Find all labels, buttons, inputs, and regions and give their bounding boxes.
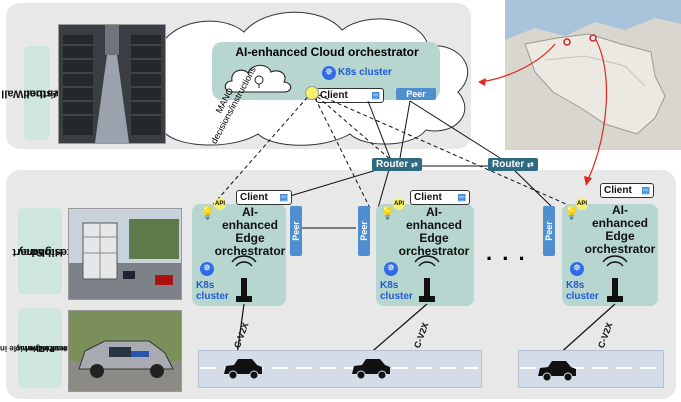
edge-k8s-3-line1: K8s	[566, 280, 585, 291]
mano-hub	[305, 86, 319, 100]
edge-title-2-line3: Edge	[419, 231, 449, 245]
edge-title-1-line3: Edge	[235, 231, 265, 245]
edge-title-2: AI- enhanced Edge orchestrator	[392, 206, 476, 258]
k8s-icon: ✵	[384, 262, 398, 276]
router-2: Router ⇄	[488, 158, 538, 171]
router-icon: ⇄	[411, 160, 418, 169]
vehicle-photo	[68, 310, 182, 392]
router-1-label: Router	[376, 159, 409, 170]
docker-icon: ▤	[641, 185, 650, 195]
k8s-icon: ✵	[200, 262, 214, 276]
car-icon	[352, 359, 390, 380]
edge-k8s-3: K8s cluster	[566, 280, 599, 302]
edge-title-2-line1: AI-	[426, 205, 442, 219]
edge-title-3: AI- enhanced Edge orchestrator	[578, 204, 662, 256]
edge-title-3-line1: AI-	[612, 203, 628, 217]
edge-title-1-line1: AI-	[242, 205, 258, 219]
edge-peer-2: Peer	[358, 206, 370, 256]
api-icon-3: API	[576, 198, 588, 210]
edge-title-2-line2: enhanced	[405, 218, 462, 232]
cloud-icon	[224, 64, 292, 93]
edge-box-3	[562, 204, 658, 306]
docker-icon: ▤	[279, 192, 288, 202]
api-icon-1: API	[214, 198, 226, 210]
datacenter-photo	[58, 24, 166, 144]
edge-title-3-line2: enhanced	[591, 216, 648, 230]
docker-icon: ▤	[371, 90, 380, 100]
bulb-icon-1: 💡	[200, 206, 215, 220]
edge-client-2: Client ▤	[410, 190, 470, 205]
highway-photo	[68, 208, 182, 300]
car-icon	[224, 359, 262, 380]
smart-highway-label: Smart Highway testbed	[13, 208, 71, 294]
edge-k8s-2-line2: cluster	[380, 291, 413, 302]
edge-title-1: AI- enhanced Edge orchestrator	[210, 206, 290, 258]
virtual-wall-label: Virtual Wall testbed	[2, 46, 62, 140]
car-icon	[538, 361, 576, 382]
edge-client-label-3: Client	[604, 185, 632, 196]
router-icon: ⇄	[527, 160, 534, 169]
edge-k8s-2: K8s cluster	[380, 280, 413, 302]
edge-title-3-line4: orchestrator	[584, 242, 656, 256]
edge-peer-3: Peer	[543, 206, 555, 256]
k8s-icon: ✵	[322, 66, 336, 80]
api-icon-2: API	[393, 198, 405, 210]
router-2-label: Router	[492, 159, 525, 170]
edge-box-1	[192, 204, 286, 306]
edge-k8s-1-line2: cluster	[196, 291, 229, 302]
edge-title-1-line4: orchestrator	[214, 244, 286, 258]
cloud-client-box: Client ▤	[316, 88, 384, 103]
edge-title-1-line2: enhanced	[221, 218, 278, 232]
router-1: Router ⇄	[372, 158, 422, 171]
cloud-peer-label: Peer	[406, 89, 426, 99]
cloud-client-label: Client	[320, 90, 348, 101]
edge-title-2-line4: orchestrator	[398, 244, 470, 258]
cloud-orchestrator-title: AI-enhanced Cloud orchestrator	[235, 45, 419, 59]
cloud-peer-box: Peer	[396, 88, 436, 100]
cloud-k8s-label: K8s cluster	[338, 67, 392, 78]
edge-k8s-1-line1: K8s	[196, 280, 215, 291]
ellipsis: . . .	[486, 240, 527, 265]
edge-title-3-line3: Edge	[605, 229, 635, 243]
edge-client-1: Client ▤	[236, 190, 292, 205]
edge-client-label-2: Client	[414, 192, 442, 203]
edge-k8s-1: K8s cluster	[196, 280, 229, 302]
k8s-icon: ✵	[570, 262, 584, 276]
bulb-icon-2: 💡	[380, 206, 395, 220]
poc-vehicle-label: PoC vehicle in the Smart Highway testbed	[0, 308, 73, 388]
edge-client-3: Client ▤	[600, 183, 654, 198]
edge-client-label-1: Client	[240, 192, 268, 203]
edge-peer-1: Peer	[290, 206, 302, 256]
bulb-icon-3: 💡	[564, 206, 579, 220]
docker-icon: ▤	[457, 192, 466, 202]
edge-k8s-2-line1: K8s	[380, 280, 399, 291]
edge-k8s-3-line2: cluster	[566, 291, 599, 302]
